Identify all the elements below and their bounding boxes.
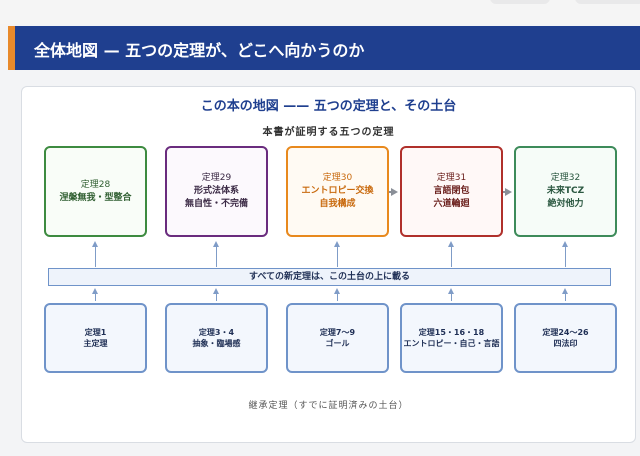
- connector-line: [337, 292, 338, 301]
- base-box-15-18: 定理15・16・18 エントロピー・自己・言語: [400, 303, 503, 373]
- foundation-bar: すべての新定理は、この土台の上に載る: [48, 268, 611, 286]
- base-number: 定理7〜9: [319, 328, 356, 337]
- theorem-line: 未来TCZ: [546, 186, 585, 196]
- connector-line: [565, 247, 566, 267]
- theorem-line: 言語閉包: [433, 186, 470, 196]
- base-number: 定理15・16・18: [418, 328, 485, 337]
- top-pill: [490, 0, 550, 4]
- base-label: 主定理: [83, 339, 108, 348]
- arrow-up-icon: [334, 288, 340, 294]
- arrow-up-icon: [92, 288, 98, 294]
- base-number: 定理3・4: [198, 328, 235, 337]
- theorem-number: 定理29: [201, 173, 232, 183]
- arrow-right-icon: [391, 188, 398, 196]
- connector-line: [95, 292, 96, 301]
- base-label: ゴール: [325, 339, 350, 348]
- theorem-line: エントロピー交換: [301, 186, 374, 196]
- theorem-line: 無自性・不完備: [184, 199, 248, 209]
- base-box-24-26: 定理24〜26 四法印: [514, 303, 617, 373]
- theorem-number: 定理31: [436, 173, 467, 183]
- connector-line: [337, 247, 338, 267]
- theorem-number: 定理32: [550, 173, 581, 183]
- connector-line: [451, 247, 452, 267]
- theorem-box-30: 定理30 エントロピー交換 自我構成: [286, 146, 389, 237]
- arrow-up-icon: [562, 288, 568, 294]
- connector-line: [216, 247, 217, 267]
- theorem-box-28: 定理28 涅槃無我・型整合: [44, 146, 147, 237]
- base-label: 抽象・臨場感: [192, 339, 241, 348]
- theorem-line: 自我構成: [319, 199, 356, 209]
- base-box-3-4: 定理3・4 抽象・臨場感: [165, 303, 268, 373]
- arrow-up-icon: [448, 288, 454, 294]
- theorem-box-32: 定理32 未来TCZ 絶対他力: [514, 146, 617, 237]
- diagram-subtitle: 本書が証明する五つの定理: [262, 127, 395, 138]
- base-number: 定理24〜26: [542, 328, 589, 337]
- theorem-box-29: 定理29 形式法体系 無自性・不完備: [165, 146, 268, 237]
- arrow-up-icon: [213, 288, 219, 294]
- theorem-line: 涅槃無我・型整合: [59, 192, 132, 203]
- connector-line: [95, 247, 96, 267]
- arrow-up-icon: [562, 241, 568, 247]
- section-header: 全体地図 — 五つの定理が、どこへ向かうのか: [8, 26, 640, 70]
- theorem-number: 定理28: [80, 179, 111, 190]
- diagram-title: この本の地図 —— 五つの定理と、その土台: [200, 99, 457, 114]
- base-box-7-9: 定理7〜9 ゴール: [286, 303, 389, 373]
- base-box-1: 定理1 主定理: [44, 303, 147, 373]
- arrow-right-icon: [505, 188, 512, 196]
- arrow-up-icon: [334, 241, 340, 247]
- theorem-line: 絶対他力: [547, 199, 584, 209]
- theorem-line: 六道輪廻: [433, 199, 470, 209]
- arrow-up-icon: [448, 241, 454, 247]
- arrow-up-icon: [213, 241, 219, 247]
- arrow-up-icon: [92, 241, 98, 247]
- connector-line: [565, 292, 566, 301]
- header-title: 全体地図 — 五つの定理が、どこへ向かうのか: [34, 41, 365, 60]
- diagram-footer: 継承定理（すでに証明済みの土台）: [248, 401, 409, 411]
- top-pill: [575, 0, 640, 4]
- diagram-card: この本の地図 —— 五つの定理と、その土台 本書が証明する五つの定理 定理28 …: [21, 86, 636, 443]
- base-number: 定理1: [84, 328, 107, 337]
- theorem-box-31: 定理31 言語閉包 六道輪廻: [400, 146, 503, 237]
- theorem-line: 形式法体系: [193, 186, 239, 196]
- theorem-number: 定理30: [322, 173, 353, 183]
- connector-line: [451, 292, 452, 301]
- base-label: エントロピー・自己・言語: [403, 339, 500, 348]
- top-strip: [0, 0, 640, 24]
- connector-line: [216, 292, 217, 301]
- base-label: 四法印: [553, 339, 578, 348]
